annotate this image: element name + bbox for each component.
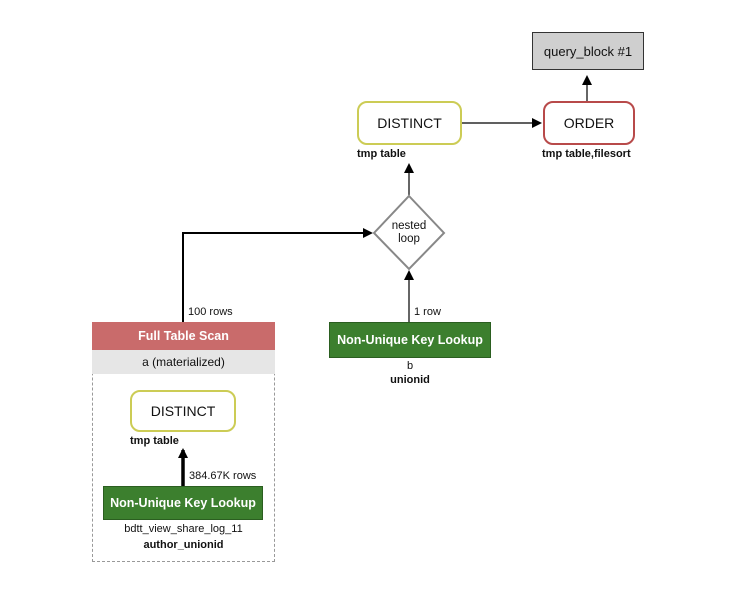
query-block-node: query_block #1	[532, 32, 644, 70]
lookup-inner-key: author_unionid	[143, 539, 224, 551]
full-table-scan-label: Full Table Scan	[138, 329, 229, 343]
scan-rows-label: 100 rows	[188, 306, 233, 318]
nested-loop-diamond	[372, 194, 446, 271]
distinct-top-label: DISTINCT	[377, 115, 442, 131]
distinct-inner-note: tmp table	[130, 435, 179, 447]
order-label: ORDER	[563, 115, 615, 131]
query-block-label: query_block #1	[543, 43, 633, 59]
lookup-b-node: Non-Unique Key Lookup	[329, 322, 491, 358]
order-note: tmp table,filesort	[542, 148, 631, 160]
lookup-inner-node: Non-Unique Key Lookup	[103, 486, 263, 520]
distinct-inner-label: DISTINCT	[150, 403, 216, 419]
lookup-inner-table: bdtt_view_share_log_11	[124, 523, 243, 535]
lookup-inner-label: Non-Unique Key Lookup	[110, 496, 256, 510]
order-node: ORDER	[543, 101, 635, 145]
full-table-scan-header: Full Table Scan	[92, 322, 275, 350]
distinct-top-node: DISTINCT	[357, 101, 462, 145]
nested-loop-line2: loop	[398, 233, 420, 245]
lookup-b-table: b	[406, 360, 414, 372]
nested-loop-label: nested loop	[374, 218, 444, 248]
lookup-b-key: unionid	[390, 374, 430, 386]
distinct-top-note: tmp table	[357, 148, 406, 160]
distinct-inner-node: DISTINCT	[130, 390, 236, 432]
inner-lookup-rows-label: 384.67K rows	[189, 470, 257, 482]
full-table-scan-table: a (materialized)	[92, 350, 275, 374]
nested-loop-line1: nested	[391, 220, 427, 232]
edge-scan-to-loop	[182, 228, 373, 322]
lookup-b-rows-label: 1 row	[414, 306, 441, 318]
lookup-b-label: Non-Unique Key Lookup	[337, 333, 483, 347]
full-table-scan-table-label: a (materialized)	[142, 355, 225, 369]
